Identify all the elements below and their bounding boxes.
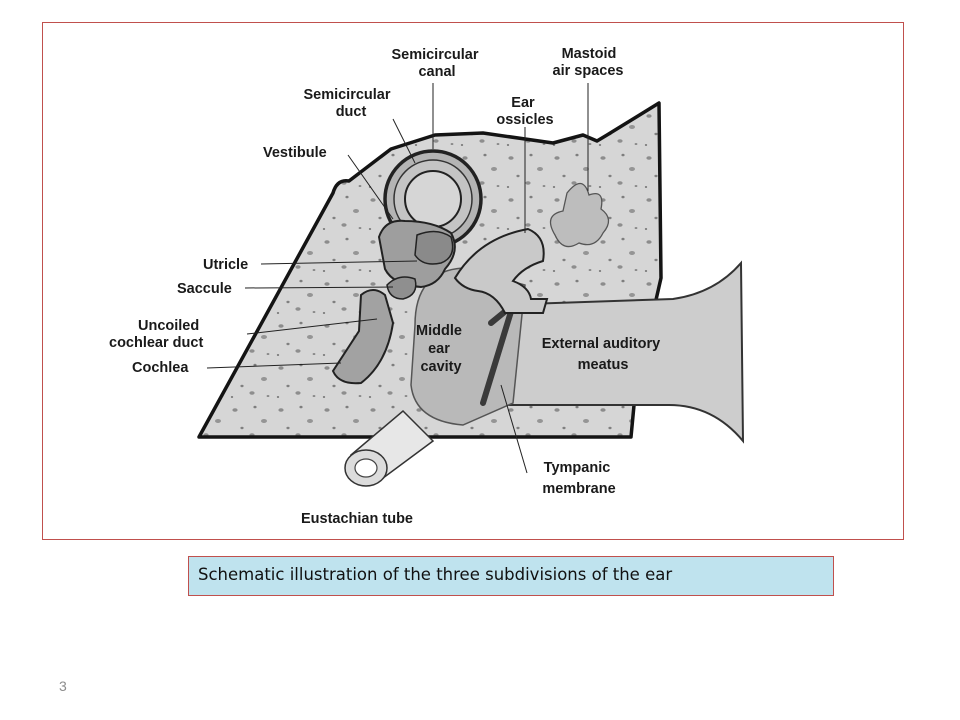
mastoid-air-spaces <box>549 182 610 248</box>
ear-diagram: Semicircular canal Mastoid air spaces Se… <box>109 46 745 527</box>
label-ear-ossicles: Ear ossicles <box>496 95 553 128</box>
external-auditory-meatus <box>497 260 745 444</box>
caption-box: Schematic illustration of the three subd… <box>188 556 834 596</box>
semicircular-canal <box>383 149 483 249</box>
slide-number: 3 <box>59 678 67 694</box>
label-vestibule: Vestibule <box>263 145 327 161</box>
label-semicircular-duct: Semicircular duct <box>303 87 394 120</box>
label-saccule: Saccule <box>177 281 232 297</box>
label-utricle: Utricle <box>203 257 248 273</box>
leader-lines <box>206 83 589 474</box>
figure-frame: Semicircular canal Mastoid air spaces Se… <box>42 22 904 540</box>
eustachian-tube <box>344 409 435 487</box>
ear-ossicles <box>453 227 549 314</box>
label-eustachian-tube: Eustachian tube <box>301 511 413 527</box>
saccule <box>386 276 417 300</box>
utricle <box>414 230 454 265</box>
label-semicircular-canal: Semicircular canal <box>391 47 482 80</box>
label-external-auditory-meatus: External auditory meatus <box>542 336 664 373</box>
label-middle-ear-cavity: Middle ear cavity <box>416 323 466 375</box>
label-tympanic-membrane: Tympanic membrane <box>542 460 615 497</box>
caption-text: Schematic illustration of the three subd… <box>198 565 673 584</box>
label-uncoiled-cochlear-duct: Uncoiled cochlear duct <box>109 318 203 351</box>
cochlea <box>331 289 395 385</box>
middle-ear-cavity <box>410 267 526 426</box>
label-mastoid-air-spaces: Mastoid air spaces <box>553 46 624 79</box>
label-cochlea: Cochlea <box>132 360 189 376</box>
